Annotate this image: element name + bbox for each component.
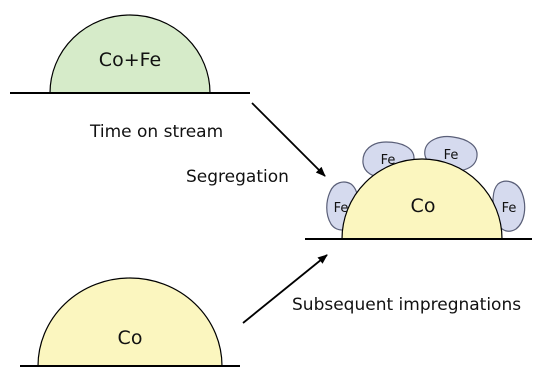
fe-label-4: Fe <box>502 201 517 216</box>
co-core-particle <box>341 158 503 240</box>
alloy-particle <box>49 14 211 94</box>
co-core-label: Co <box>411 195 436 217</box>
fe-label-3: Fe <box>334 201 349 216</box>
caption-subsequent-impregnations: Subsequent impregnations <box>292 295 521 315</box>
arrow-time-on-stream <box>251 102 326 177</box>
alloy-particle-group: Co+Fe <box>10 14 250 94</box>
caption-segregation: Segregation <box>186 167 289 187</box>
fe-label-2: Fe <box>444 148 459 163</box>
cobalt-particle-group: Co <box>20 277 240 367</box>
segregated-particle-group: Co Fe Fe Fe Fe <box>305 135 532 240</box>
caption-time-on-stream: Time on stream <box>89 122 223 142</box>
fe-label-1: Fe <box>381 153 396 168</box>
cobalt-particle <box>37 277 223 367</box>
alloy-particle-label: Co+Fe <box>99 49 161 71</box>
cobalt-particle-label: Co <box>118 327 143 349</box>
arrow-subsequent-impregnations <box>242 254 328 324</box>
